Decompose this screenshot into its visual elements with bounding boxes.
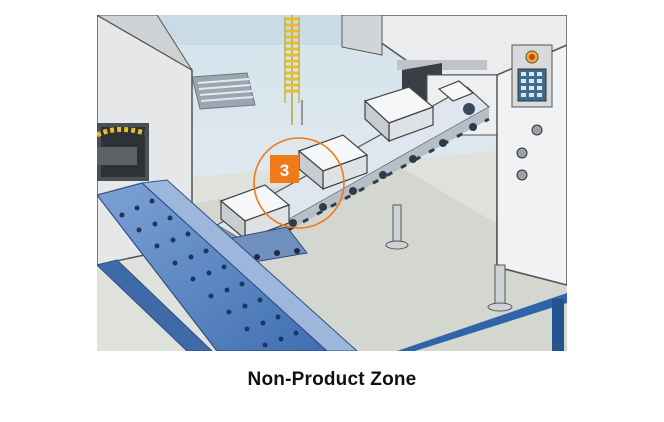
- zone-marker: 3: [253, 137, 345, 229]
- zone-marker-badge: [270, 155, 299, 183]
- control-panel-icon: [511, 44, 553, 181]
- illustration-scene: 3: [97, 15, 567, 351]
- zone-marker-label: 3: [280, 161, 289, 180]
- foreground-belt: [97, 179, 358, 351]
- caption: Non-Product Zone: [247, 369, 417, 390]
- spring-sensor-icon: [284, 15, 303, 125]
- floor-frame: [397, 293, 567, 351]
- vent-grille-icon: [191, 72, 256, 110]
